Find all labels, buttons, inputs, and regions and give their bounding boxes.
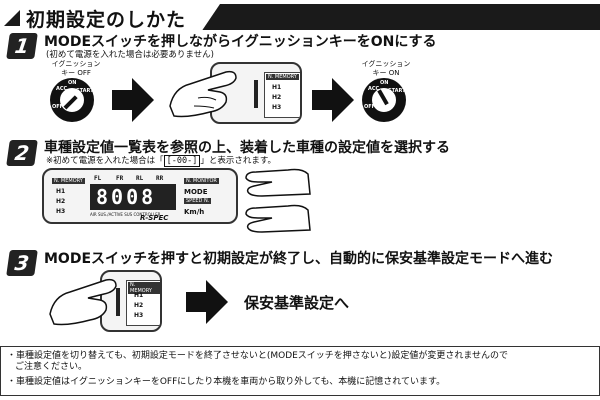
hand-pressing-icon <box>49 278 117 326</box>
note-line-1: ・車種設定値を切り替えても、初期設定モードを終了させないと(MODEスイッチを押… <box>7 351 509 361</box>
arrow-right-icon <box>312 78 354 122</box>
page-title: 初期設定のしかた <box>26 9 187 31</box>
note-line-2: ご注意ください。 <box>15 362 88 372</box>
header-tab <box>0 4 220 30</box>
step-2-badge: 2 <box>6 140 38 166</box>
step-2-title: 車種設定値一覧表を参照の上、装着した車種の設定値を選択する <box>44 140 450 156</box>
controller-device-step2: N. MEMORY H1 H2 H3 FL FR RL RR 8008 AIR … <box>42 168 238 224</box>
step-2-note: ※初めて電源を入れた場合は「[-00-]」と表示されます。 <box>46 155 276 167</box>
arrow-right-icon <box>112 78 154 122</box>
controller-device-step3: N. MEMORY H1 H2 H3 <box>100 270 162 332</box>
ignition-dial-off: ACC ON START OFF <box>50 78 94 122</box>
hand-pressing-up-icon <box>245 168 311 197</box>
arrow-right-icon <box>186 280 228 324</box>
notes-box: ・車種設定値を切り替えても、初期設定モードを終了させないと(MODEスイッチを押… <box>0 346 600 396</box>
step-3-badge: 3 <box>6 250 38 276</box>
mode-label: MODE <box>184 188 208 196</box>
key-on-label: イグニッションキー ON <box>361 60 411 77</box>
result-text: 保安基準設定へ <box>244 294 350 312</box>
key-off-label: イグニッションキー OFF <box>51 60 101 77</box>
lcd-display: FL FR RL RR 8008 <box>90 175 176 210</box>
step-1-note: (初めて電源を入れた場合は必要ありません) <box>46 50 214 60</box>
hand-pressing-down-icon <box>245 204 311 233</box>
step-1-badge: 1 <box>6 33 38 59</box>
kmh-label: Km/h <box>184 208 205 216</box>
step-1-title: MODEスイッチを押しながらイグニッションキーをONにする <box>44 34 437 50</box>
ignition-dial-on: ACC ON START OFF <box>362 78 406 122</box>
header-bar: 初期設定のしかた <box>0 4 600 31</box>
step-3-title: MODEスイッチを押すと初期設定が終了し、自動的に保安基準設定モードへ進む <box>44 251 554 267</box>
note-line-3: ・車種設定値はイグニッションキーをOFFにしたり本機を車両から取り外しても、本機… <box>7 377 446 387</box>
hand-pressing-icon <box>169 70 237 118</box>
